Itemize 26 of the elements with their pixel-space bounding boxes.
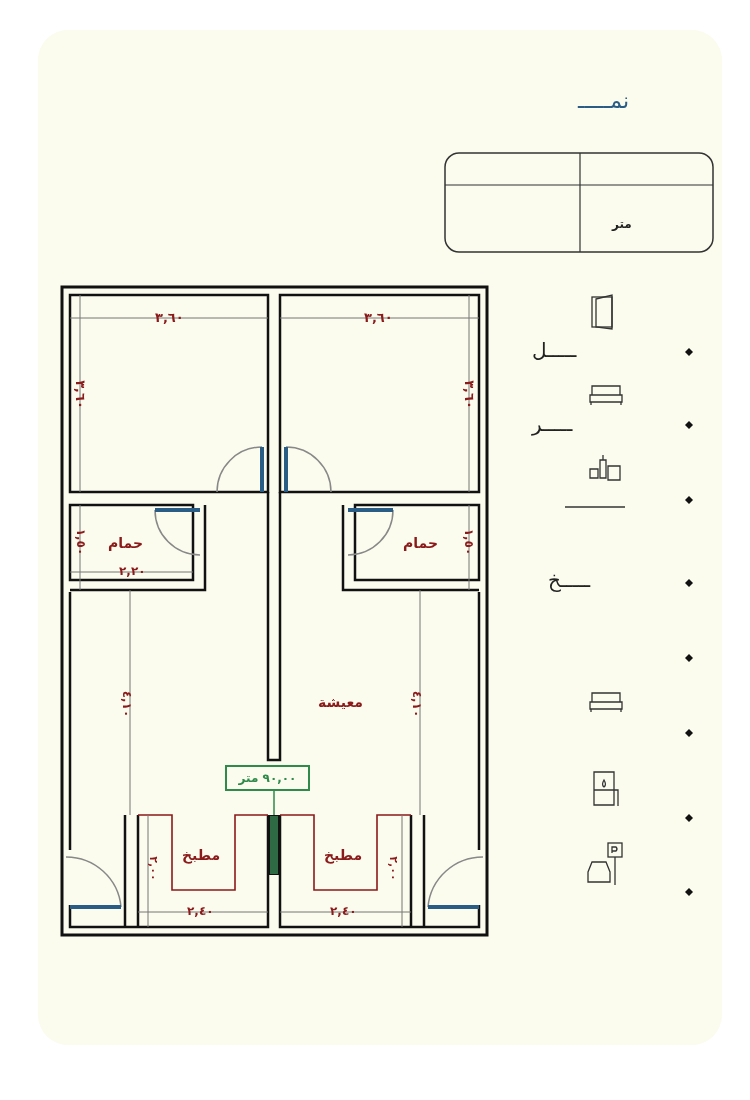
dimension-label: ٣,٦٠ <box>364 311 393 324</box>
dimension-label: ٢,٤٠ <box>187 905 214 917</box>
dimension-label: ٤,١٠ <box>121 690 134 718</box>
dimension-label: ٣,٦٠ <box>462 380 476 409</box>
list-text: ـــــر <box>532 414 573 434</box>
room-label: حمام <box>108 536 143 550</box>
area-label: ٩٠,٠٠ متر <box>225 765 310 791</box>
room-label: مطبخ <box>324 848 363 862</box>
dimension-label: ١,٥٠ <box>75 528 88 556</box>
room-label: معيشة <box>318 695 364 709</box>
list-text: ـــــخ <box>548 570 591 590</box>
room-label: مطبخ <box>182 848 221 862</box>
dimension-label: ٢,٠٠ <box>147 856 159 881</box>
dimension-label: ٤,١٠ <box>411 690 424 718</box>
dimension-label: ٢,٢٠ <box>119 565 146 577</box>
table-text: متر <box>612 218 632 230</box>
leader-line <box>273 790 275 816</box>
dimension-label: ٢,٠٠ <box>387 856 399 881</box>
dimension-label: ٣,٦٠ <box>155 311 184 324</box>
dimension-label: ١,٥٠ <box>463 528 476 556</box>
wall-section <box>269 815 279 875</box>
dimension-label: ٣,٦٠ <box>73 380 87 409</box>
room-label: حمام <box>403 536 438 550</box>
dimension-label: ٢,٤٠ <box>330 905 357 917</box>
list-text: ـــــل <box>532 340 577 360</box>
heading: نمـــــ <box>578 90 630 112</box>
